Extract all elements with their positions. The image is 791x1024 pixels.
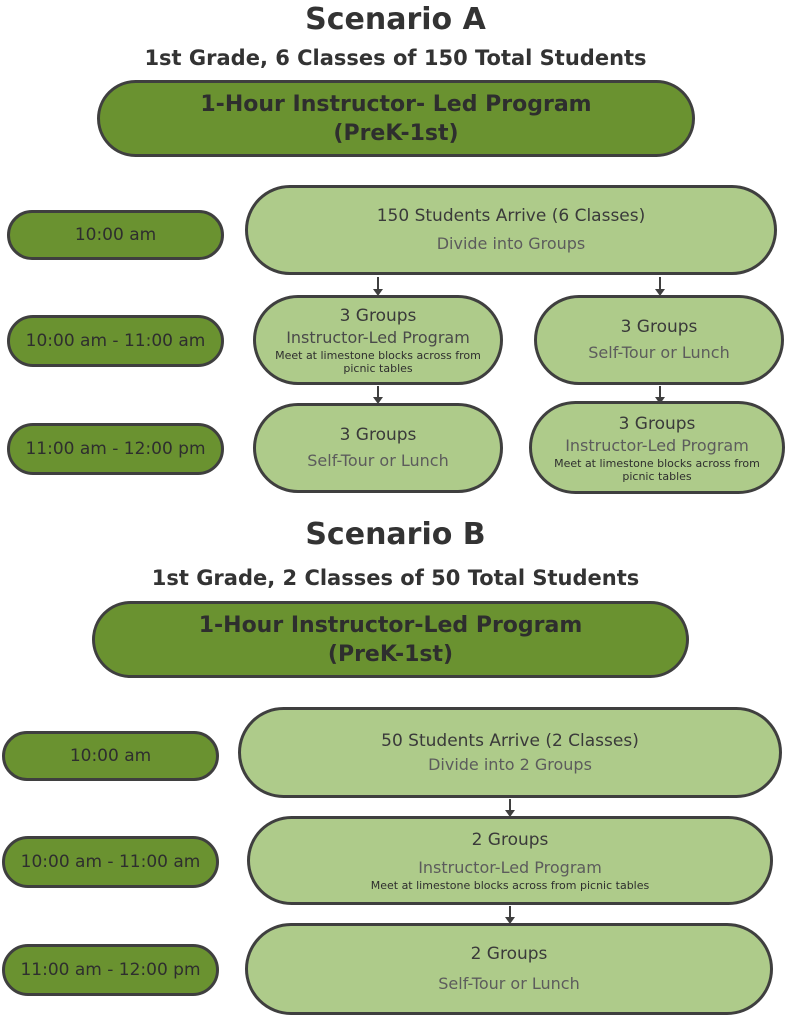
arrival-subtitle: Divide into 2 Groups — [428, 754, 592, 774]
time-label: 10:00 am — [74, 225, 157, 245]
flow-arrow — [505, 799, 515, 817]
banner-line-2: (PreK-1st) — [333, 120, 459, 146]
meeting-note: Meet at limestone blocks across from pic… — [275, 349, 481, 375]
group-title: 3 Groups — [339, 425, 417, 445]
group-activity: Instructor-Led Program — [286, 328, 470, 347]
group-activity: Self-Tour or Lunch — [438, 974, 580, 993]
scenario-a-subtitle: 1st Grade, 6 Classes of 150 Total Studen… — [144, 46, 647, 70]
meeting-note: Meet at limestone blocks across from pic… — [370, 879, 650, 892]
time-label: 10:00 am - 11:00 am — [25, 331, 206, 351]
arrival-box: 50 Students Arrive (2 Classes) Divide in… — [238, 707, 782, 798]
group-box-self-tour: 3 Groups Self-Tour or Lunch — [534, 295, 784, 385]
group-title: 3 Groups — [339, 306, 417, 326]
arrival-title: 50 Students Arrive (2 Classes) — [381, 730, 639, 751]
flow-arrow — [373, 277, 383, 296]
group-box-self-tour: 3 Groups Self-Tour or Lunch — [253, 403, 503, 493]
time-label: 10:00 am — [69, 746, 152, 766]
time-pill: 11:00 am - 12:00 pm — [7, 423, 224, 475]
meeting-note: Meet at limestone blocks across from pic… — [554, 456, 760, 483]
group-title: 2 Groups — [471, 830, 549, 850]
scenario-a-program-banner: 1-Hour Instructor- Led Program (PreK-1st… — [97, 80, 695, 157]
group-box-self-tour: 2 Groups Self-Tour or Lunch — [245, 923, 773, 1015]
time-label: 11:00 am - 12:00 pm — [25, 439, 206, 459]
time-label: 11:00 am - 12:00 pm — [20, 960, 201, 980]
arrival-box: 150 Students Arrive (6 Classes) Divide i… — [245, 185, 777, 275]
arrival-title: 150 Students Arrive (6 Classes) — [376, 206, 646, 226]
arrival-subtitle: Divide into Groups — [436, 234, 586, 253]
time-label: 10:00 am - 11:00 am — [20, 852, 201, 872]
flow-arrow — [655, 277, 665, 296]
flow-arrow — [505, 906, 515, 924]
banner-line-2: (PreK-1st) — [327, 641, 454, 667]
time-pill: 10:00 am — [2, 731, 219, 781]
scenario-b-title: Scenario B — [305, 517, 486, 552]
banner-line-1: 1-Hour Instructor- Led Program — [200, 91, 592, 117]
flow-arrow — [373, 386, 383, 404]
group-activity: Self-Tour or Lunch — [307, 451, 449, 470]
flow-arrow — [655, 386, 665, 404]
time-pill: 10:00 am - 11:00 am — [2, 836, 219, 888]
time-pill: 10:00 am - 11:00 am — [7, 315, 224, 367]
group-title: 2 Groups — [470, 944, 548, 964]
scenario-a-title: Scenario A — [305, 2, 486, 37]
group-activity: Instructor-Led Program — [565, 435, 749, 455]
group-activity: Self-Tour or Lunch — [588, 343, 730, 362]
group-box-instructor-led: 2 Groups Instructor-Led Program Meet at … — [247, 816, 773, 905]
group-box-instructor-led: 3 Groups Instructor-Led Program Meet at … — [253, 295, 503, 385]
time-pill: 11:00 am - 12:00 pm — [2, 944, 219, 996]
group-box-instructor-led: 3 Groups Instructor-Led Program Meet at … — [529, 401, 785, 494]
group-title: 3 Groups — [618, 413, 696, 434]
banner-line-1: 1-Hour Instructor-Led Program — [198, 612, 583, 638]
group-activity: Instructor-Led Program — [418, 858, 602, 877]
time-pill: 10:00 am — [7, 210, 224, 260]
scenario-b-program-banner: 1-Hour Instructor-Led Program (PreK-1st) — [92, 601, 689, 678]
scenario-b-subtitle: 1st Grade, 2 Classes of 50 Total Student… — [151, 566, 640, 590]
group-title: 3 Groups — [620, 317, 698, 337]
